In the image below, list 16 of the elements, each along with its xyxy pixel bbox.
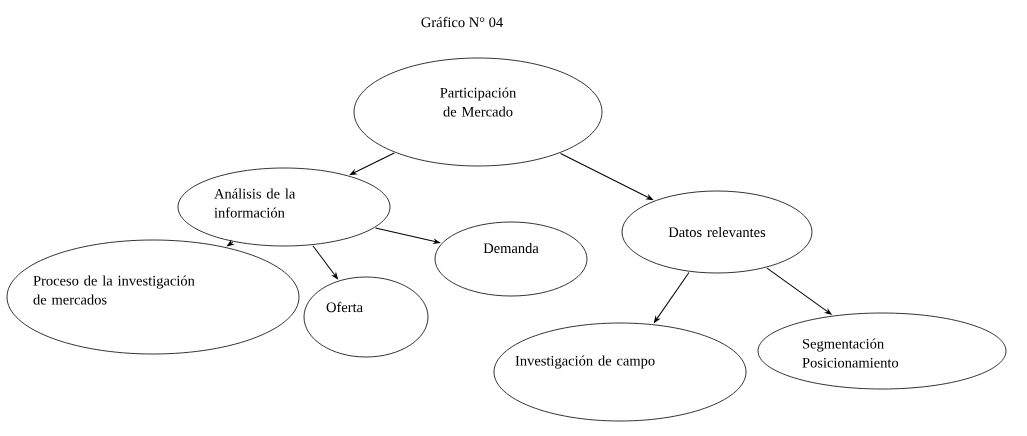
arrow (374, 227, 440, 244)
ellipse-node: Participación de Mercado (353, 57, 603, 167)
title: Gráfico N° 04 (421, 16, 503, 28)
arrow (653, 271, 690, 323)
arrow (766, 267, 832, 315)
arrow (227, 240, 234, 247)
ellipse-node: Análisis de la información (177, 167, 391, 247)
ellipse-node: Investigación de campo (493, 322, 747, 422)
arrow (312, 245, 338, 280)
arrow (349, 152, 395, 175)
ellipse-node: Demanda (434, 221, 588, 297)
ellipse-node: Oferta (303, 276, 429, 358)
arrow (560, 152, 653, 201)
ellipse-node: Proceso de la investigación de mercados (6, 239, 300, 355)
ellipse-node: Segmentación Posicionamiento (757, 312, 1007, 390)
ellipse-node: Datos relevantes (621, 190, 813, 274)
